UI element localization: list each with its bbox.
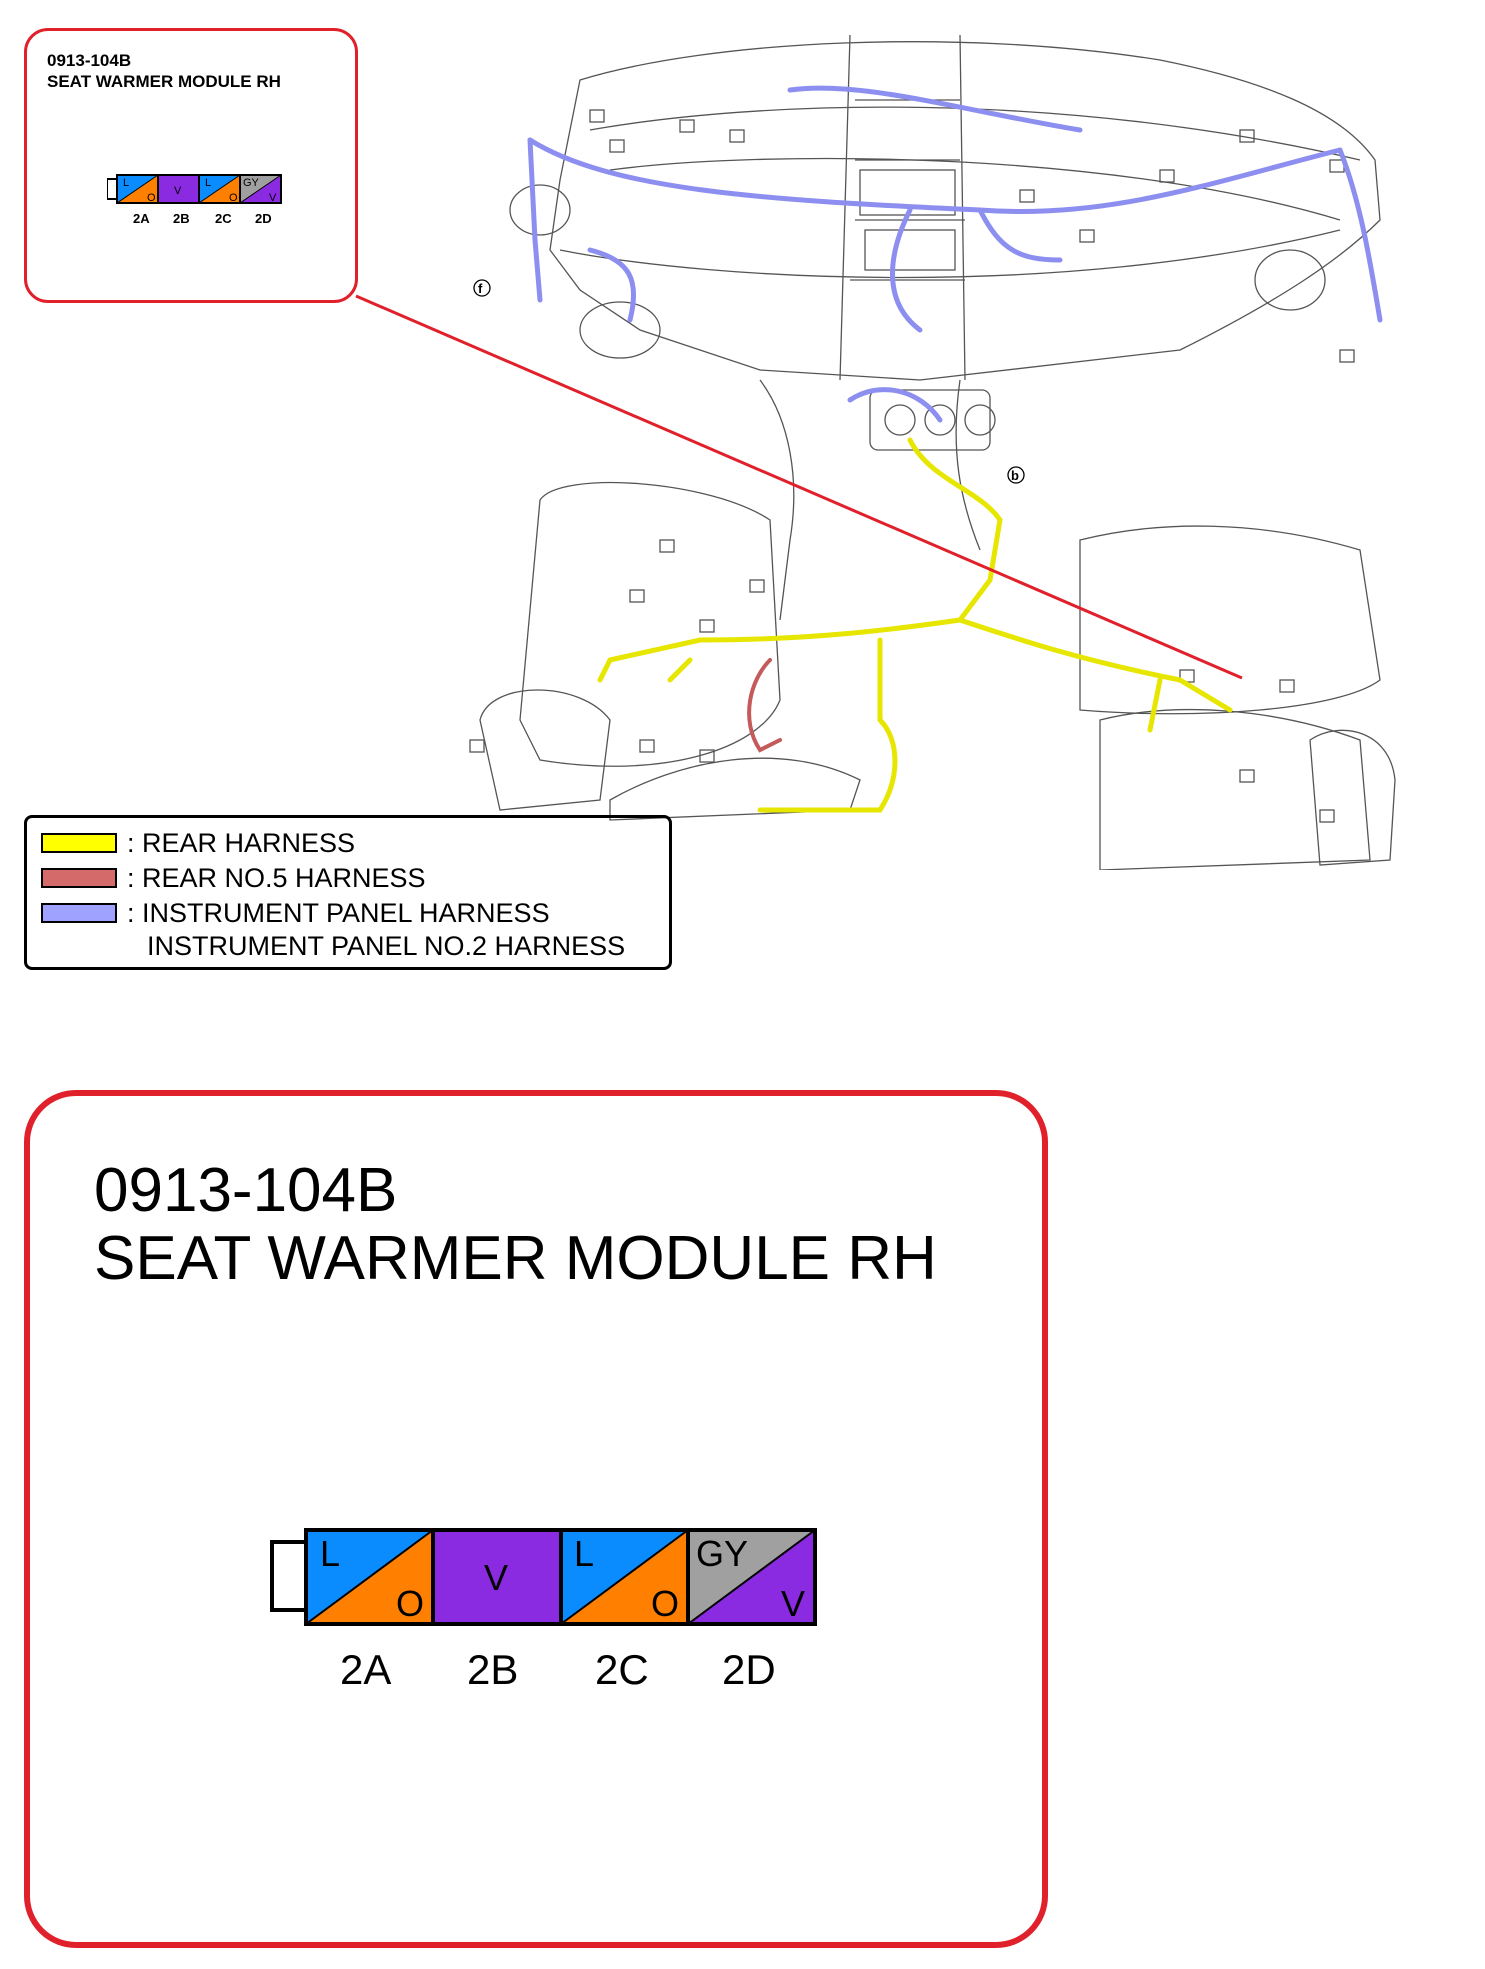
legend-row-rear-no5-harness: : REAR NO.5 HARNESS <box>41 863 426 893</box>
pin-label-2d: 2D <box>722 1646 776 1693</box>
connector-name-small: SEAT WARMER MODULE RH <box>47 72 281 91</box>
pin-2a-bottom-small: O <box>147 192 156 204</box>
pin-2a-bottom: O <box>396 1583 424 1624</box>
legend-label-instrument-panel-harness: : INSTRUMENT PANEL HARNESS <box>127 898 550 928</box>
pin-2d-bottom-small: V <box>269 192 277 204</box>
pin-2a-top: L <box>320 1533 340 1574</box>
legend-label-instrument-panel-no2-harness: INSTRUMENT PANEL NO.2 HARNESS <box>147 931 626 961</box>
pin-label-2b-small: 2B <box>173 211 190 226</box>
connector-face-large: L O V L O GY V <box>270 1528 817 1626</box>
legend-row-rear-harness: : REAR HARNESS <box>41 828 356 858</box>
connector-code-large: 0913-104B <box>94 1156 398 1225</box>
legend-swatch-blue <box>41 903 117 923</box>
pin-2d-bottom: V <box>781 1583 805 1624</box>
pin-2d-top: GY <box>696 1533 748 1574</box>
pin-label-2c-small: 2C <box>215 211 232 226</box>
vehicle-harness-drawing: f b <box>469 34 1396 870</box>
pin-label-2a-small: 2A <box>133 211 150 226</box>
pin-2c-top: L <box>574 1533 594 1574</box>
connector-code-small: 0913-104B <box>47 51 132 70</box>
connector-face-small: L O V L O GY V <box>107 174 282 204</box>
pin-label-2b: 2B <box>467 1646 519 1693</box>
harness-legend: : REAR HARNESS : REAR NO.5 HARNESS : INS… <box>24 815 672 970</box>
pin-2b-solid: V <box>484 1557 508 1598</box>
pin-2c-bottom-small: O <box>229 192 238 204</box>
pin-2c-bottom: O <box>651 1583 679 1624</box>
legend-swatch-yellow <box>41 833 117 853</box>
legend-row-instrument-panel-harness: : INSTRUMENT PANEL HARNESS <box>41 898 550 928</box>
legend-swatch-red <box>41 868 117 888</box>
pin-label-2d-small: 2D <box>255 211 272 226</box>
marker-f: f <box>478 281 483 296</box>
pin-2a-top-small: L <box>123 177 129 189</box>
legend-label-rear-harness: : REAR HARNESS <box>127 828 356 858</box>
pin-2c-top-small: L <box>205 177 211 189</box>
connector-callout-large: 0913-104B SEAT WARMER MODULE RH L O V L … <box>24 1090 1048 1948</box>
pin-label-2a: 2A <box>340 1646 392 1693</box>
pin-2d-top-small: GY <box>243 177 260 189</box>
pin-label-2c: 2C <box>595 1646 649 1693</box>
connector-callout-small: 0913-104B SEAT WARMER MODULE RH L O V L … <box>24 28 358 303</box>
pin-2b-solid-small: V <box>174 185 182 197</box>
marker-b: b <box>1011 468 1019 483</box>
legend-label-rear-no5-harness: : REAR NO.5 HARNESS <box>127 863 426 893</box>
connector-name-large: SEAT WARMER MODULE RH <box>94 1224 937 1293</box>
